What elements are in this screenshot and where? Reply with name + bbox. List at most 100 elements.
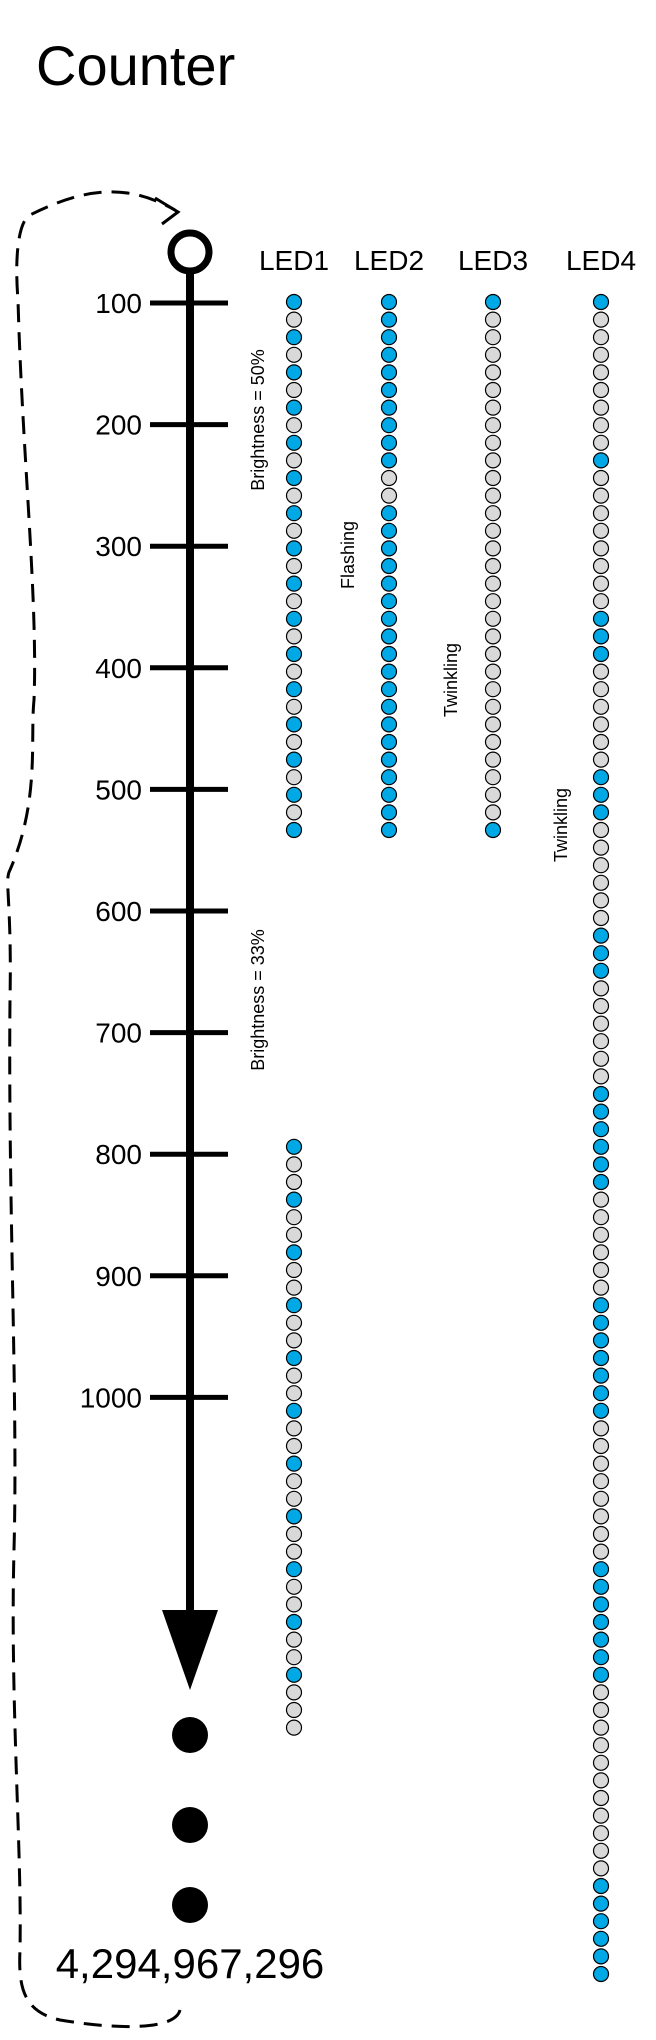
led-dot-off xyxy=(285,769,303,786)
led-dot-off xyxy=(380,487,398,504)
led-dot-off xyxy=(592,698,610,715)
led-dot-off xyxy=(592,839,610,856)
led-dot-off xyxy=(484,769,502,786)
led-dot-on xyxy=(380,769,398,786)
led-dot-on xyxy=(380,434,398,451)
led-dot-on xyxy=(592,962,610,979)
led-dot-off xyxy=(484,329,502,346)
led-dot-off xyxy=(592,1737,610,1754)
continuation-dot xyxy=(172,1887,208,1923)
led-dot-off xyxy=(484,417,502,434)
led-pattern-annotation: Brightness = 33% xyxy=(248,929,268,1071)
led-dot-off xyxy=(592,505,610,522)
led-dot-on xyxy=(285,293,303,311)
led-dot-off xyxy=(285,487,303,504)
led-dot-on xyxy=(285,1613,303,1631)
led-dot-on xyxy=(380,821,398,839)
led-dot-on xyxy=(285,751,303,768)
led-dot-off xyxy=(285,1473,303,1490)
led-dot-on xyxy=(592,452,610,469)
led-dot-off xyxy=(592,1068,610,1085)
led-dot-on xyxy=(484,293,502,311)
led-dot-on xyxy=(592,610,610,627)
led-pattern-annotation: Twinkling xyxy=(441,643,461,717)
led-dot-on xyxy=(592,804,610,821)
led-dot-off xyxy=(484,505,502,522)
led-dot-off xyxy=(285,1578,303,1595)
led-dot-on xyxy=(380,716,398,733)
led-dot-off xyxy=(592,593,610,610)
led-dot-on xyxy=(592,1173,610,1191)
led-dot-off xyxy=(484,698,502,715)
led-dot-on xyxy=(484,821,502,839)
led-dot-off xyxy=(592,364,610,381)
led-dot-on xyxy=(285,645,303,663)
led-dot-on xyxy=(285,1666,303,1683)
led-dot-on xyxy=(592,1349,610,1367)
led-dot-off xyxy=(592,1684,610,1701)
led-dot-on xyxy=(380,698,398,715)
led-dot-off xyxy=(484,487,502,504)
led-dot-off xyxy=(592,1543,610,1560)
led-dot-off xyxy=(484,733,502,751)
led-label: LED1 xyxy=(259,245,329,276)
led-dot-off xyxy=(592,1490,610,1507)
led-dot-on xyxy=(592,1631,610,1648)
led-dot-off xyxy=(285,1209,303,1226)
led-dot-off xyxy=(592,540,610,557)
led-dot-on xyxy=(285,329,303,346)
led-dot-off xyxy=(285,1649,303,1666)
led-dot-on xyxy=(592,1666,610,1683)
led-dot-off xyxy=(285,1314,303,1331)
led-dot-off xyxy=(285,1332,303,1349)
led-dot-off xyxy=(285,1719,303,1736)
led-dot-off xyxy=(484,522,502,539)
led-dot-off xyxy=(592,1455,610,1472)
led-dot-on xyxy=(592,1877,610,1895)
led-dot-off xyxy=(285,1279,303,1296)
led-dot-on xyxy=(380,329,398,346)
led-dot-off xyxy=(592,681,610,698)
counter-max-value: 4,294,967,296 xyxy=(56,1940,325,1987)
led-dot-off xyxy=(285,804,303,821)
led-dot-off xyxy=(592,980,610,997)
led-dot-on xyxy=(592,628,610,645)
counter-start-circle xyxy=(167,229,213,275)
led-dot-off xyxy=(285,1525,303,1543)
led-dot-on xyxy=(380,417,398,434)
led-dot-on xyxy=(380,311,398,328)
led-dot-off xyxy=(592,1209,610,1226)
loop-back-arrowhead xyxy=(154,196,181,226)
led-dot-off xyxy=(285,522,303,539)
led-dot-off xyxy=(285,1437,303,1455)
led-dot-on xyxy=(592,1895,610,1912)
led-dot-on xyxy=(285,716,303,733)
led-dot-on xyxy=(380,645,398,663)
led-dot-on xyxy=(592,1138,610,1155)
led-dot-off xyxy=(592,1860,610,1877)
led-dot-on xyxy=(592,1297,610,1314)
led-dot-on xyxy=(285,469,303,487)
led-dot-off xyxy=(592,381,610,399)
led-dot-off xyxy=(285,1701,303,1719)
led-dot-off xyxy=(592,1226,610,1243)
led-dot-on xyxy=(285,1508,303,1525)
led-dot-on xyxy=(592,1121,610,1138)
led-dot-on xyxy=(592,1965,610,1983)
led-dot-off xyxy=(592,399,610,416)
counter-tick-label: 700 xyxy=(95,1018,142,1049)
led-dot-on xyxy=(592,1913,610,1930)
led-label: LED3 xyxy=(458,245,528,276)
led-dot-off xyxy=(592,1754,610,1771)
led-dot-off xyxy=(592,1473,610,1490)
counter-tick-label: 100 xyxy=(95,288,142,319)
led-dot-off xyxy=(592,311,610,328)
led-dot-on xyxy=(285,540,303,557)
led-dot-off xyxy=(285,1226,303,1243)
led-dot-off xyxy=(484,593,502,610)
led-dot-off xyxy=(484,311,502,328)
led-dot-off xyxy=(285,663,303,680)
counter-tick-label: 600 xyxy=(95,896,142,927)
